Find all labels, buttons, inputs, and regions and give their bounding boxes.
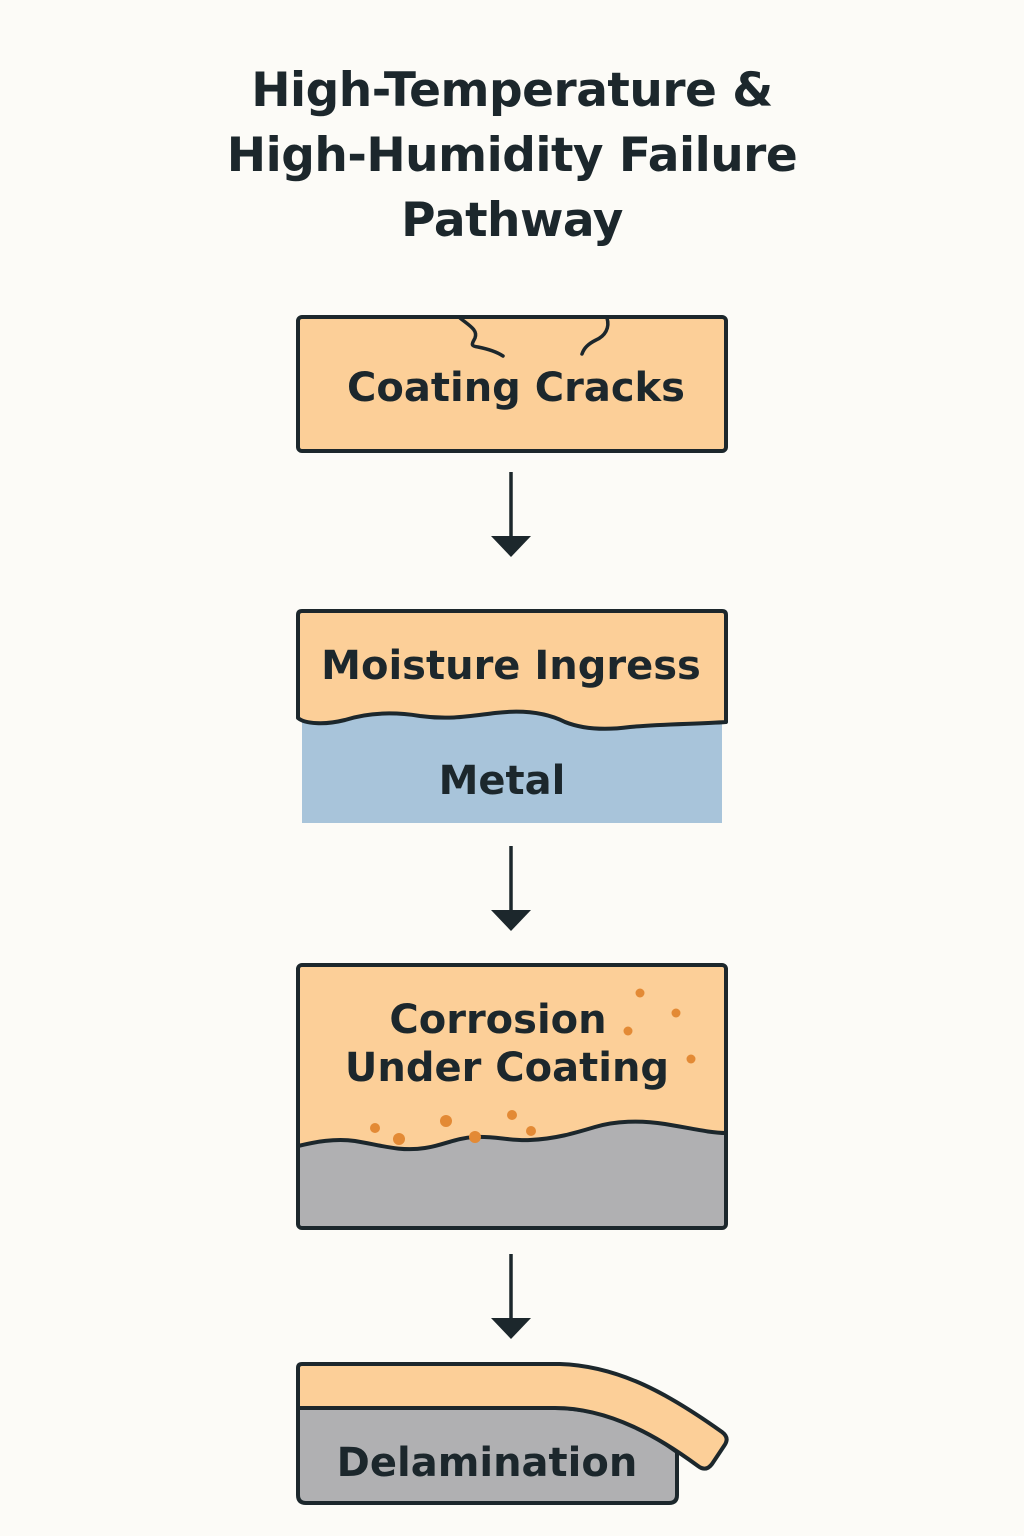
corrosion-dots [370,988,696,1145]
corrosion-label-line-1: Corrosion [389,997,606,1043]
coating-cracks-box [296,315,728,453]
metal-layer [302,712,722,823]
corrosion-interface-line [297,1119,727,1152]
corrosion-dot [370,1123,380,1133]
title-line-3: Pathway [401,193,623,248]
step-coating-cracks: Coating Cracks [296,315,728,453]
metal-label: Metal [439,758,566,804]
coating-cracks-label: Coating Cracks [347,365,685,411]
corrosion-box-outline [296,963,728,1230]
down-arrow-icon [491,1254,531,1339]
down-arrow-icon [491,846,531,931]
moisture-coating-layer [296,609,728,731]
moisture-ingress-label: Moisture Ingress [321,643,701,689]
diagram-title: High-Temperature & High-Humidity Failure… [0,58,1024,253]
step-corrosion-under-coating: Corrosion Under Coating [296,963,728,1230]
corrosion-dot [686,1054,696,1064]
corrosion-dot [526,1126,536,1136]
delamination-label: Delamination [337,1440,638,1486]
corrosion-dot [635,988,645,998]
step-moisture-ingress: Moisture Ingress Metal [296,609,728,823]
corrosion-dot [623,1026,633,1036]
crack-icon [580,316,610,356]
corrosion-dot [469,1131,481,1143]
title-line-1: High-Temperature & [251,63,773,118]
crack-icon [458,316,505,358]
corroded-substrate-layer [298,1121,726,1228]
corrosion-dot [671,1008,681,1018]
down-arrow-icon [491,472,531,557]
corrosion-dot [507,1110,517,1120]
corrosion-dot [440,1115,452,1127]
corrosion-label-line-2: Under Coating [345,1045,669,1091]
lifted-coating-layer [296,1362,729,1471]
step-delamination: Delamination [296,1362,729,1505]
corrosion-dot [393,1133,405,1145]
title-line-2: High-Humidity Failure [226,128,798,183]
